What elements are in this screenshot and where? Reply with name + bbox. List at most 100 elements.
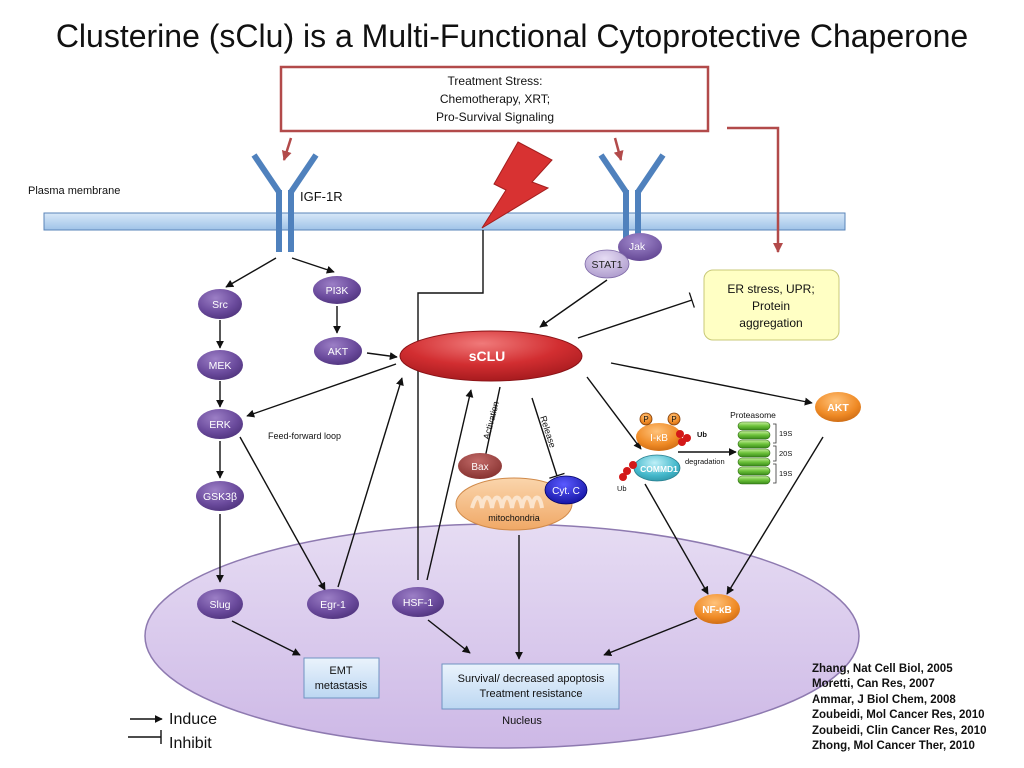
reference-item: Zoubeidi, Clin Cancer Res, 2010 — [812, 724, 987, 737]
arrow-nfkb-survival — [603, 617, 698, 657]
p2-label: P — [671, 415, 676, 424]
src-node: Src — [198, 289, 242, 319]
gsk3b-node: GSK3β — [196, 481, 244, 511]
s20-label: 20S — [779, 449, 792, 458]
treatment-line-2: Chemotherapy, XRT; — [440, 92, 550, 106]
arrow-hsf1-survival — [427, 619, 471, 654]
phospho-group-1-icon: P — [639, 412, 653, 426]
treatment-arrow-er — [727, 126, 783, 253]
treatment-arrow-left — [281, 137, 293, 161]
akt-right-node: AKT — [815, 392, 861, 422]
inhibit-sclu-er — [577, 292, 695, 339]
treatment-arrow-right — [613, 137, 624, 161]
arrow-igf-src — [225, 257, 277, 288]
slug-label: Slug — [209, 599, 230, 611]
akt-right-label: AKT — [827, 402, 849, 414]
bax-label: Bax — [471, 462, 488, 473]
erk-label: ERK — [209, 419, 231, 431]
inhibit-sclu-bax — [477, 386, 501, 461]
stat1-node: STAT1 — [584, 249, 630, 279]
gsk3b-label: GSK3β — [203, 491, 237, 503]
treatment-line-3: Pro-Survival Signaling — [436, 110, 554, 124]
sclu-node — [399, 330, 583, 382]
hsf1-label: HSF-1 — [403, 597, 433, 609]
arrow-akt-sclu — [366, 352, 398, 361]
survival-box — [441, 663, 620, 710]
arrow-erk-egr1 — [239, 436, 326, 591]
arrow-stat1-sclu — [539, 279, 608, 328]
inhibit-sclu-cytc — [531, 397, 565, 479]
cytc-label: Cyt. C — [552, 486, 580, 497]
p1-label: P — [643, 415, 648, 424]
degradation-label: degradation — [685, 457, 725, 466]
nfkb-node: NF-κB — [694, 594, 740, 624]
survival-line-2: Treatment resistance — [480, 688, 583, 700]
akt-left-label: AKT — [328, 346, 349, 358]
bax-node: Bax — [458, 453, 502, 479]
plasma-membrane — [43, 212, 846, 231]
treatment-line-1: Treatment Stress: — [448, 74, 543, 88]
survival-line-1: Survival/ decreased apoptosis — [458, 673, 605, 685]
er-stress-box — [703, 269, 840, 341]
mitochondria-icon — [455, 477, 573, 531]
reference-item: Zoubeidi, Mol Cancer Res, 2010 — [812, 709, 985, 722]
feed-forward-label: Feed-forward loop — [268, 431, 341, 441]
arrow-sclu-erk — [246, 363, 397, 418]
legend-induce-label: Induce — [169, 711, 217, 728]
references-list: Zhang, Nat Cell Biol, 2005 Moretti, Can … — [812, 662, 986, 754]
egr1-label: Egr-1 — [320, 599, 346, 611]
treatment-stress-box — [279, 65, 710, 133]
arrow-igf-pi3k — [291, 257, 335, 274]
er-line-3: aggregation — [739, 316, 802, 330]
src-label: Src — [212, 299, 228, 311]
ub-top-label: Ub — [697, 430, 707, 439]
ub-left-label: Ub — [617, 484, 627, 493]
arrow-stress-sclu — [417, 230, 484, 580]
akt-left-node: AKT — [314, 337, 362, 365]
emt-box — [303, 657, 380, 699]
mitochondria-label: mitochondria — [488, 513, 540, 523]
release-label: Release — [538, 415, 558, 450]
stat1-label: STAT1 — [591, 259, 622, 271]
jak-receptor-icon — [598, 153, 666, 238]
jak-node: Jak — [618, 233, 662, 261]
proteasome-icon — [737, 421, 777, 485]
jak-label: Jak — [629, 241, 646, 253]
emt-line-2: metastasis — [315, 680, 368, 692]
erk-node: ERK — [197, 409, 243, 439]
legend-inhibit-label: Inhibit — [169, 735, 212, 752]
reference-item: Zhang, Nat Cell Biol, 2005 — [812, 663, 953, 675]
pi3k-node: PI3K — [313, 276, 361, 304]
commd1-label: COMMD1 — [640, 464, 678, 474]
arrow-hsf1-sclu — [426, 389, 474, 581]
arrow-akt-nfkb — [726, 436, 824, 595]
proteasome-label: Proteasome — [730, 410, 776, 420]
activation-label: Activation — [481, 400, 501, 440]
er-line-2: Protein — [752, 299, 790, 313]
reference-item: Zhong, Mol Cancer Ther, 2010 — [812, 740, 975, 753]
commd1-node: COMMD1 — [633, 454, 681, 482]
er-line-1: ER stress, UPR; — [727, 282, 814, 296]
ikb-label: I-κB — [650, 433, 668, 444]
s19-bottom-label: 19S — [779, 469, 792, 478]
mek-node: MEK — [197, 350, 243, 380]
arrow-commd1-nfkb — [644, 483, 709, 595]
reference-item: Ammar, J Biol Chem, 2008 — [812, 693, 956, 706]
hsf1-node: HSF-1 — [392, 587, 444, 617]
pi3k-label: PI3K — [326, 285, 349, 297]
emt-line-1: EMT — [329, 665, 353, 677]
ubiquitin-top-icon — [676, 430, 691, 446]
igf1r-label: IGF-1R — [300, 189, 343, 204]
egr1-node: Egr-1 — [307, 589, 359, 619]
nucleus-label: Nucleus — [502, 715, 542, 727]
reference-item: Moretti, Can Res, 2007 — [812, 678, 935, 691]
arrow-sclu-akt — [610, 362, 813, 406]
arrow-slug-emt — [231, 620, 301, 656]
cytc-node: Cyt. C — [544, 475, 588, 505]
plasma-membrane-label: Plasma membrane — [28, 185, 120, 197]
mek-label: MEK — [209, 360, 232, 372]
slug-node: Slug — [197, 589, 243, 619]
igf1r-receptor-icon — [251, 153, 319, 252]
lightning-bolt-icon — [481, 141, 553, 229]
